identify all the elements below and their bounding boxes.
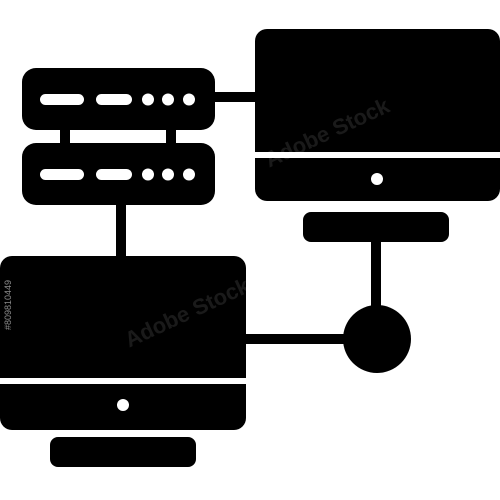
server-led-icon — [142, 93, 154, 106]
power-button-icon — [117, 399, 129, 411]
network-node-icon — [343, 305, 411, 373]
right-monitor — [255, 29, 500, 242]
server-connector — [166, 126, 176, 146]
left-monitor-bezel-line — [0, 378, 246, 384]
server-slot-icon — [96, 169, 132, 180]
right-monitor-stand — [303, 212, 449, 242]
server-led-icon — [183, 93, 195, 106]
watermark-id: #809810449 — [3, 279, 13, 330]
server-led-icon — [183, 168, 195, 181]
server-led-icon — [162, 168, 174, 181]
server-led-icon — [142, 168, 154, 181]
server-slot-icon — [96, 94, 132, 105]
server-slot-icon — [40, 169, 84, 180]
left-monitor — [0, 256, 246, 467]
server-to-left-monitor-link — [116, 198, 126, 258]
monitor-to-node-link — [243, 334, 353, 344]
right-monitor-bezel-line — [255, 152, 500, 158]
server-led-icon — [162, 93, 174, 106]
server-rack — [22, 68, 215, 205]
server-connector — [60, 126, 70, 146]
server-slot-icon — [40, 94, 84, 105]
server-to-monitor-link — [205, 92, 260, 102]
node-to-stand-link — [371, 236, 381, 316]
power-button-icon — [371, 173, 383, 185]
left-monitor-stand — [50, 437, 196, 467]
left-monitor-screen — [0, 256, 246, 430]
connection-lines — [116, 92, 381, 344]
